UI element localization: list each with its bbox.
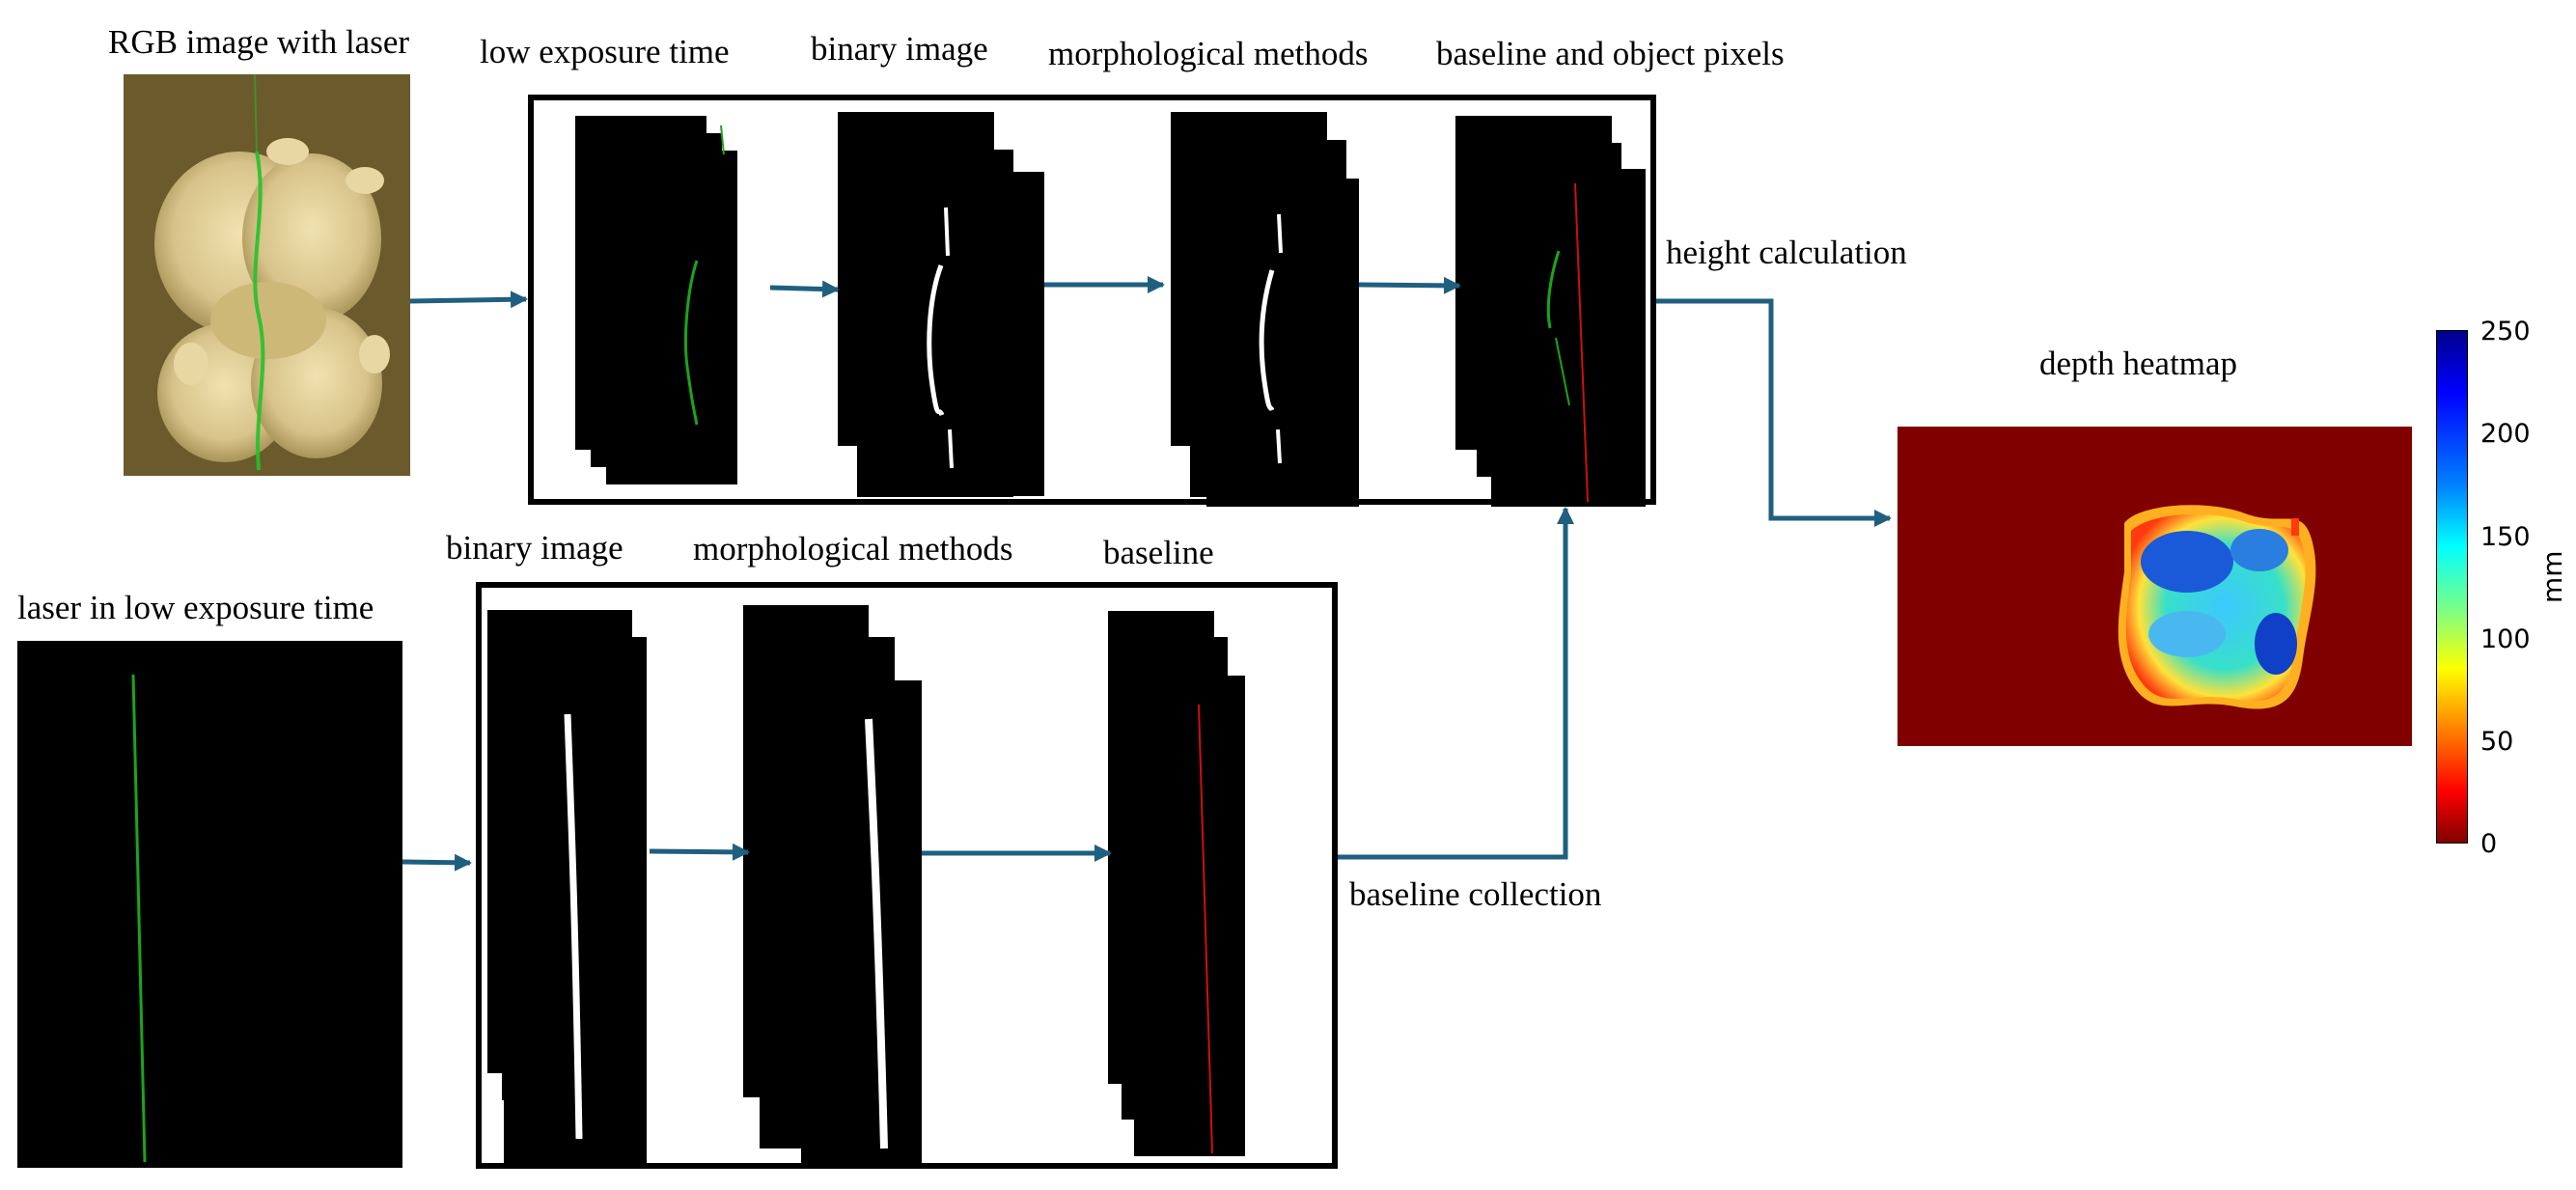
label-height-calculation: height calculation	[1666, 234, 1907, 271]
arrow-height-to-heatmap	[1656, 298, 1892, 527]
bottom-process-box	[476, 582, 1338, 1169]
label-laser-low-exposure: laser in low exposure time	[17, 589, 374, 626]
depth-heatmap	[1897, 427, 2412, 746]
heatmap-blob	[2118, 505, 2316, 709]
laser-line	[131, 674, 147, 1163]
colorbar-tick-200: 200	[2480, 419, 2531, 449]
rgb-photo	[124, 73, 410, 476]
colorbar-tick-50: 50	[2480, 727, 2514, 757]
laser-low-exposure-image	[17, 641, 402, 1168]
colorbar-tick-150: 150	[2480, 522, 2531, 552]
colorbar	[2436, 330, 2468, 844]
colorbar-tick-100: 100	[2480, 624, 2531, 654]
arrow-morph-to-baseline	[1358, 276, 1461, 294]
top-process-box	[528, 95, 1656, 505]
arrow-rgb-to-box	[409, 291, 528, 309]
label-baseline-collection: baseline collection	[1349, 875, 1602, 913]
label-binary-image-top: binary image	[811, 30, 988, 68]
label-morphological-bottom: morphological methods	[693, 530, 1013, 567]
colorbar-tick-250: 250	[2480, 317, 2531, 346]
chicken-illustration	[154, 73, 390, 471]
colorbar-tick-0: 0	[2480, 829, 2498, 859]
arrow-baseline-collection	[1338, 507, 1574, 860]
arrow-low-to-binary	[769, 280, 840, 298]
label-low-exposure: low exposure time	[480, 33, 730, 70]
label-baseline: baseline	[1103, 534, 1214, 571]
label-baseline-object: baseline and object pixels	[1436, 35, 1785, 72]
label-rgb-image: RGB image with laser	[108, 23, 410, 61]
label-morphological-top: morphological methods	[1048, 35, 1369, 72]
label-binary-image-bottom: binary image	[446, 529, 623, 567]
label-depth-heatmap: depth heatmap	[2039, 345, 2238, 382]
arrow-binary-to-morph-bottom	[649, 843, 750, 861]
arrow-laser-to-bottom-box	[402, 853, 472, 872]
